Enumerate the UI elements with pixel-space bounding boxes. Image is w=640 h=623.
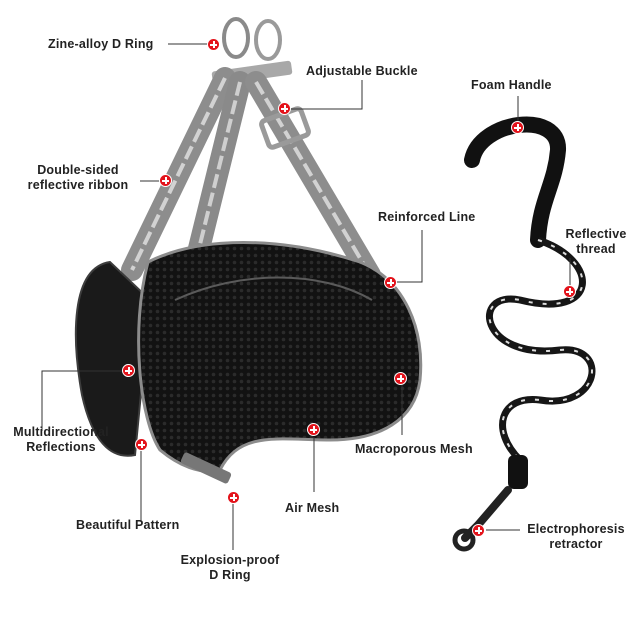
air-mesh-label: Air Mesh — [285, 501, 340, 515]
multidirectional-line2: Reflections — [26, 440, 96, 454]
ribbon-label: Double-sided reflective ribbon — [20, 163, 136, 193]
explosion-proof-marker-icon — [227, 491, 240, 504]
reflective-thread-line1: Reflective — [565, 227, 627, 241]
multidirectional-line1: Multidirectional — [13, 425, 109, 439]
electrophoresis-marker-icon — [472, 524, 485, 537]
ribbon-label-line2: reflective ribbon — [27, 178, 129, 192]
air-mesh-marker-icon — [307, 423, 320, 436]
buckle-marker-icon — [278, 102, 291, 115]
leash-image — [452, 116, 596, 552]
foam-handle-marker-icon — [511, 121, 524, 134]
buckle-image — [259, 106, 311, 150]
d-ring-label: Zine-alloy D Ring — [48, 37, 154, 51]
reflective-thread-label: Reflective thread — [560, 227, 632, 257]
ribbon-marker-icon — [159, 174, 172, 187]
electrophoresis-label: Electrophoresis retractor — [520, 522, 632, 552]
electrophoresis-line1: Electrophoresis — [527, 522, 625, 536]
ribbon-label-line1: Double-sided — [37, 163, 119, 177]
reflective-thread-line2: thread — [576, 242, 616, 256]
buckle-label: Adjustable Buckle — [306, 64, 418, 78]
d-ring-marker-icon — [207, 38, 220, 51]
reinforced-marker-icon — [384, 276, 397, 289]
electrophoresis-line2: retractor — [549, 537, 603, 551]
multidirectional-label: Multidirectional Reflections — [6, 425, 116, 455]
explosion-proof-line1: Explosion-proof — [180, 553, 280, 567]
pattern-label: Beautiful Pattern — [76, 518, 180, 532]
reinforced-label: Reinforced Line — [378, 210, 476, 224]
pattern-marker-icon — [135, 438, 148, 451]
macroporous-label: Macroporous Mesh — [355, 442, 473, 456]
macroporous-marker-icon — [394, 372, 407, 385]
foam-handle-label: Foam Handle — [471, 78, 552, 92]
multidirectional-marker-icon — [122, 364, 135, 377]
explosion-proof-line2: D Ring — [209, 568, 251, 582]
harness-body-image — [74, 241, 423, 484]
explosion-proof-label: Explosion-proof D Ring — [170, 553, 290, 583]
reflective-thread-marker-icon — [563, 285, 576, 298]
